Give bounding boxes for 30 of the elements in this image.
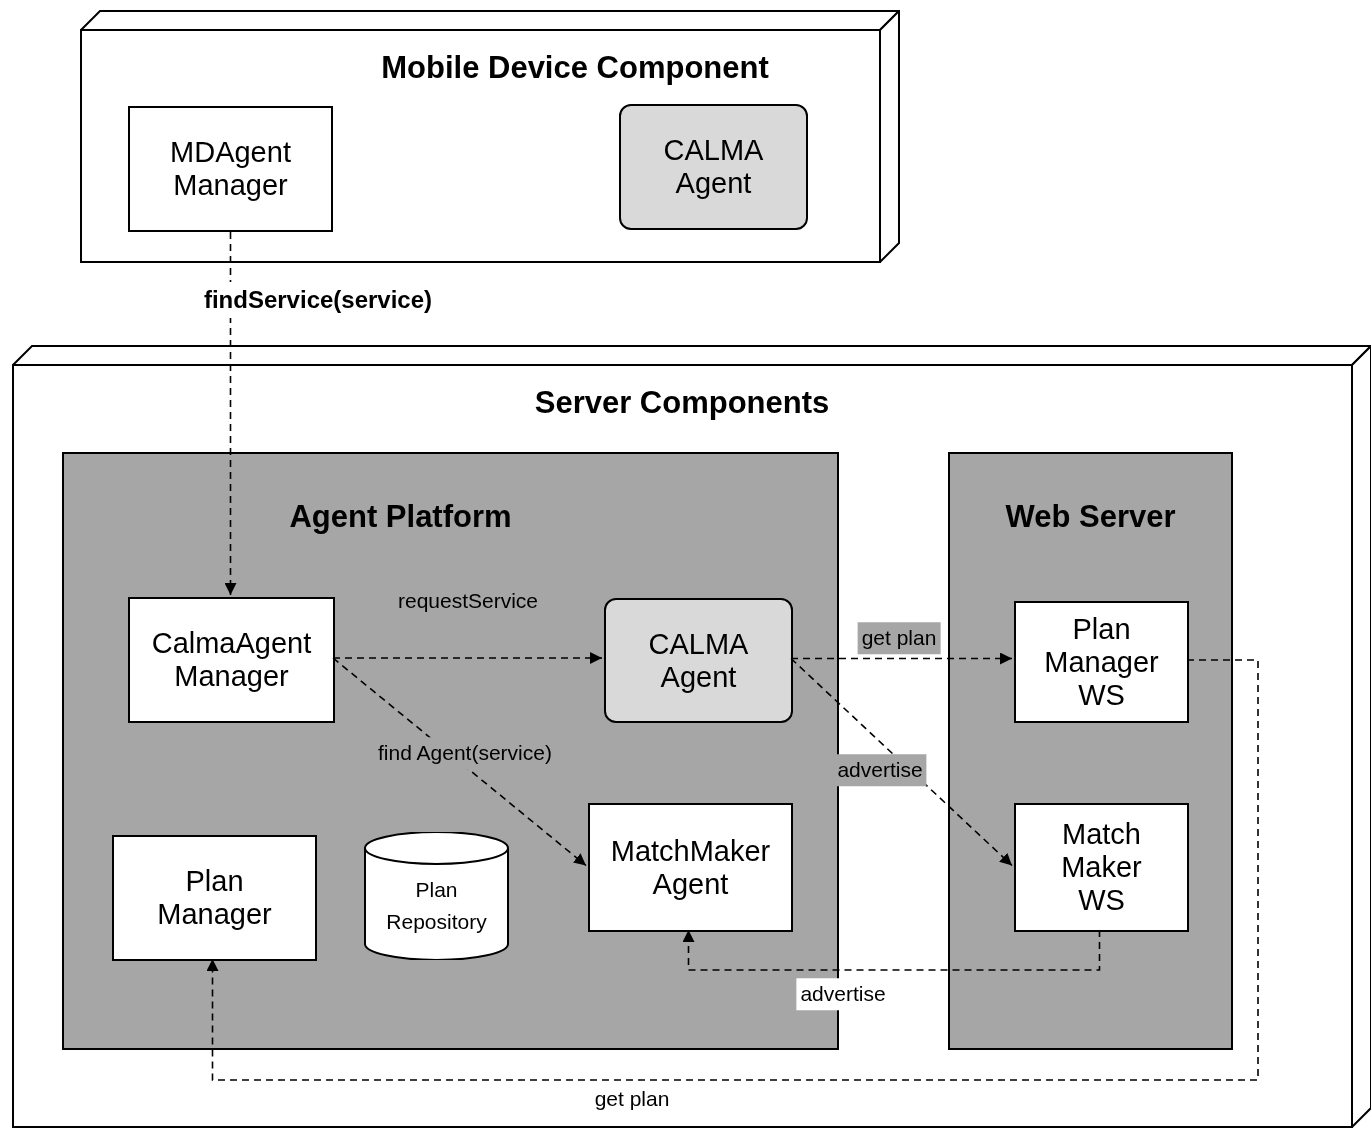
- dashed-arrow: [790, 657, 1013, 867]
- node-label: CALMA Agent: [662, 134, 765, 200]
- panel-title: Agent Platform: [288, 498, 513, 536]
- agent-box: [619, 104, 808, 230]
- node-label: CALMA Agent: [647, 627, 750, 694]
- component-title: Server Components: [534, 384, 830, 422]
- node-label: Plan Manager: [156, 865, 273, 931]
- dashed-arrow: [332, 657, 587, 867]
- dashed-arrow: [332, 652, 603, 664]
- process-box: [1014, 803, 1189, 932]
- node-label: Plan Repository: [385, 877, 488, 935]
- component-title: Mobile Device Component: [381, 49, 769, 87]
- agent-box: [604, 598, 793, 723]
- process-box: [112, 835, 317, 961]
- process-box: [588, 803, 793, 932]
- node-label: CalmaAgent Manager: [150, 627, 313, 693]
- platform-panel: [948, 452, 1233, 1050]
- dashed-arrow: [224, 231, 237, 596]
- edge-label: get plan: [857, 622, 941, 654]
- process-box: [128, 597, 335, 723]
- node-label: MDAgent Manager: [169, 136, 292, 202]
- node-label: Plan Manager WS: [1043, 612, 1160, 712]
- dashed-arrow: [206, 659, 1259, 1081]
- node-label: Match Maker WS: [1060, 818, 1143, 917]
- node-label: MatchMaker Agent: [609, 834, 772, 901]
- dashed-arrow: [790, 652, 1013, 665]
- dashed-arrow: [682, 929, 1101, 971]
- process-box: [1014, 601, 1189, 723]
- panel-title: Web Server: [1004, 498, 1177, 536]
- process-box: [128, 106, 333, 232]
